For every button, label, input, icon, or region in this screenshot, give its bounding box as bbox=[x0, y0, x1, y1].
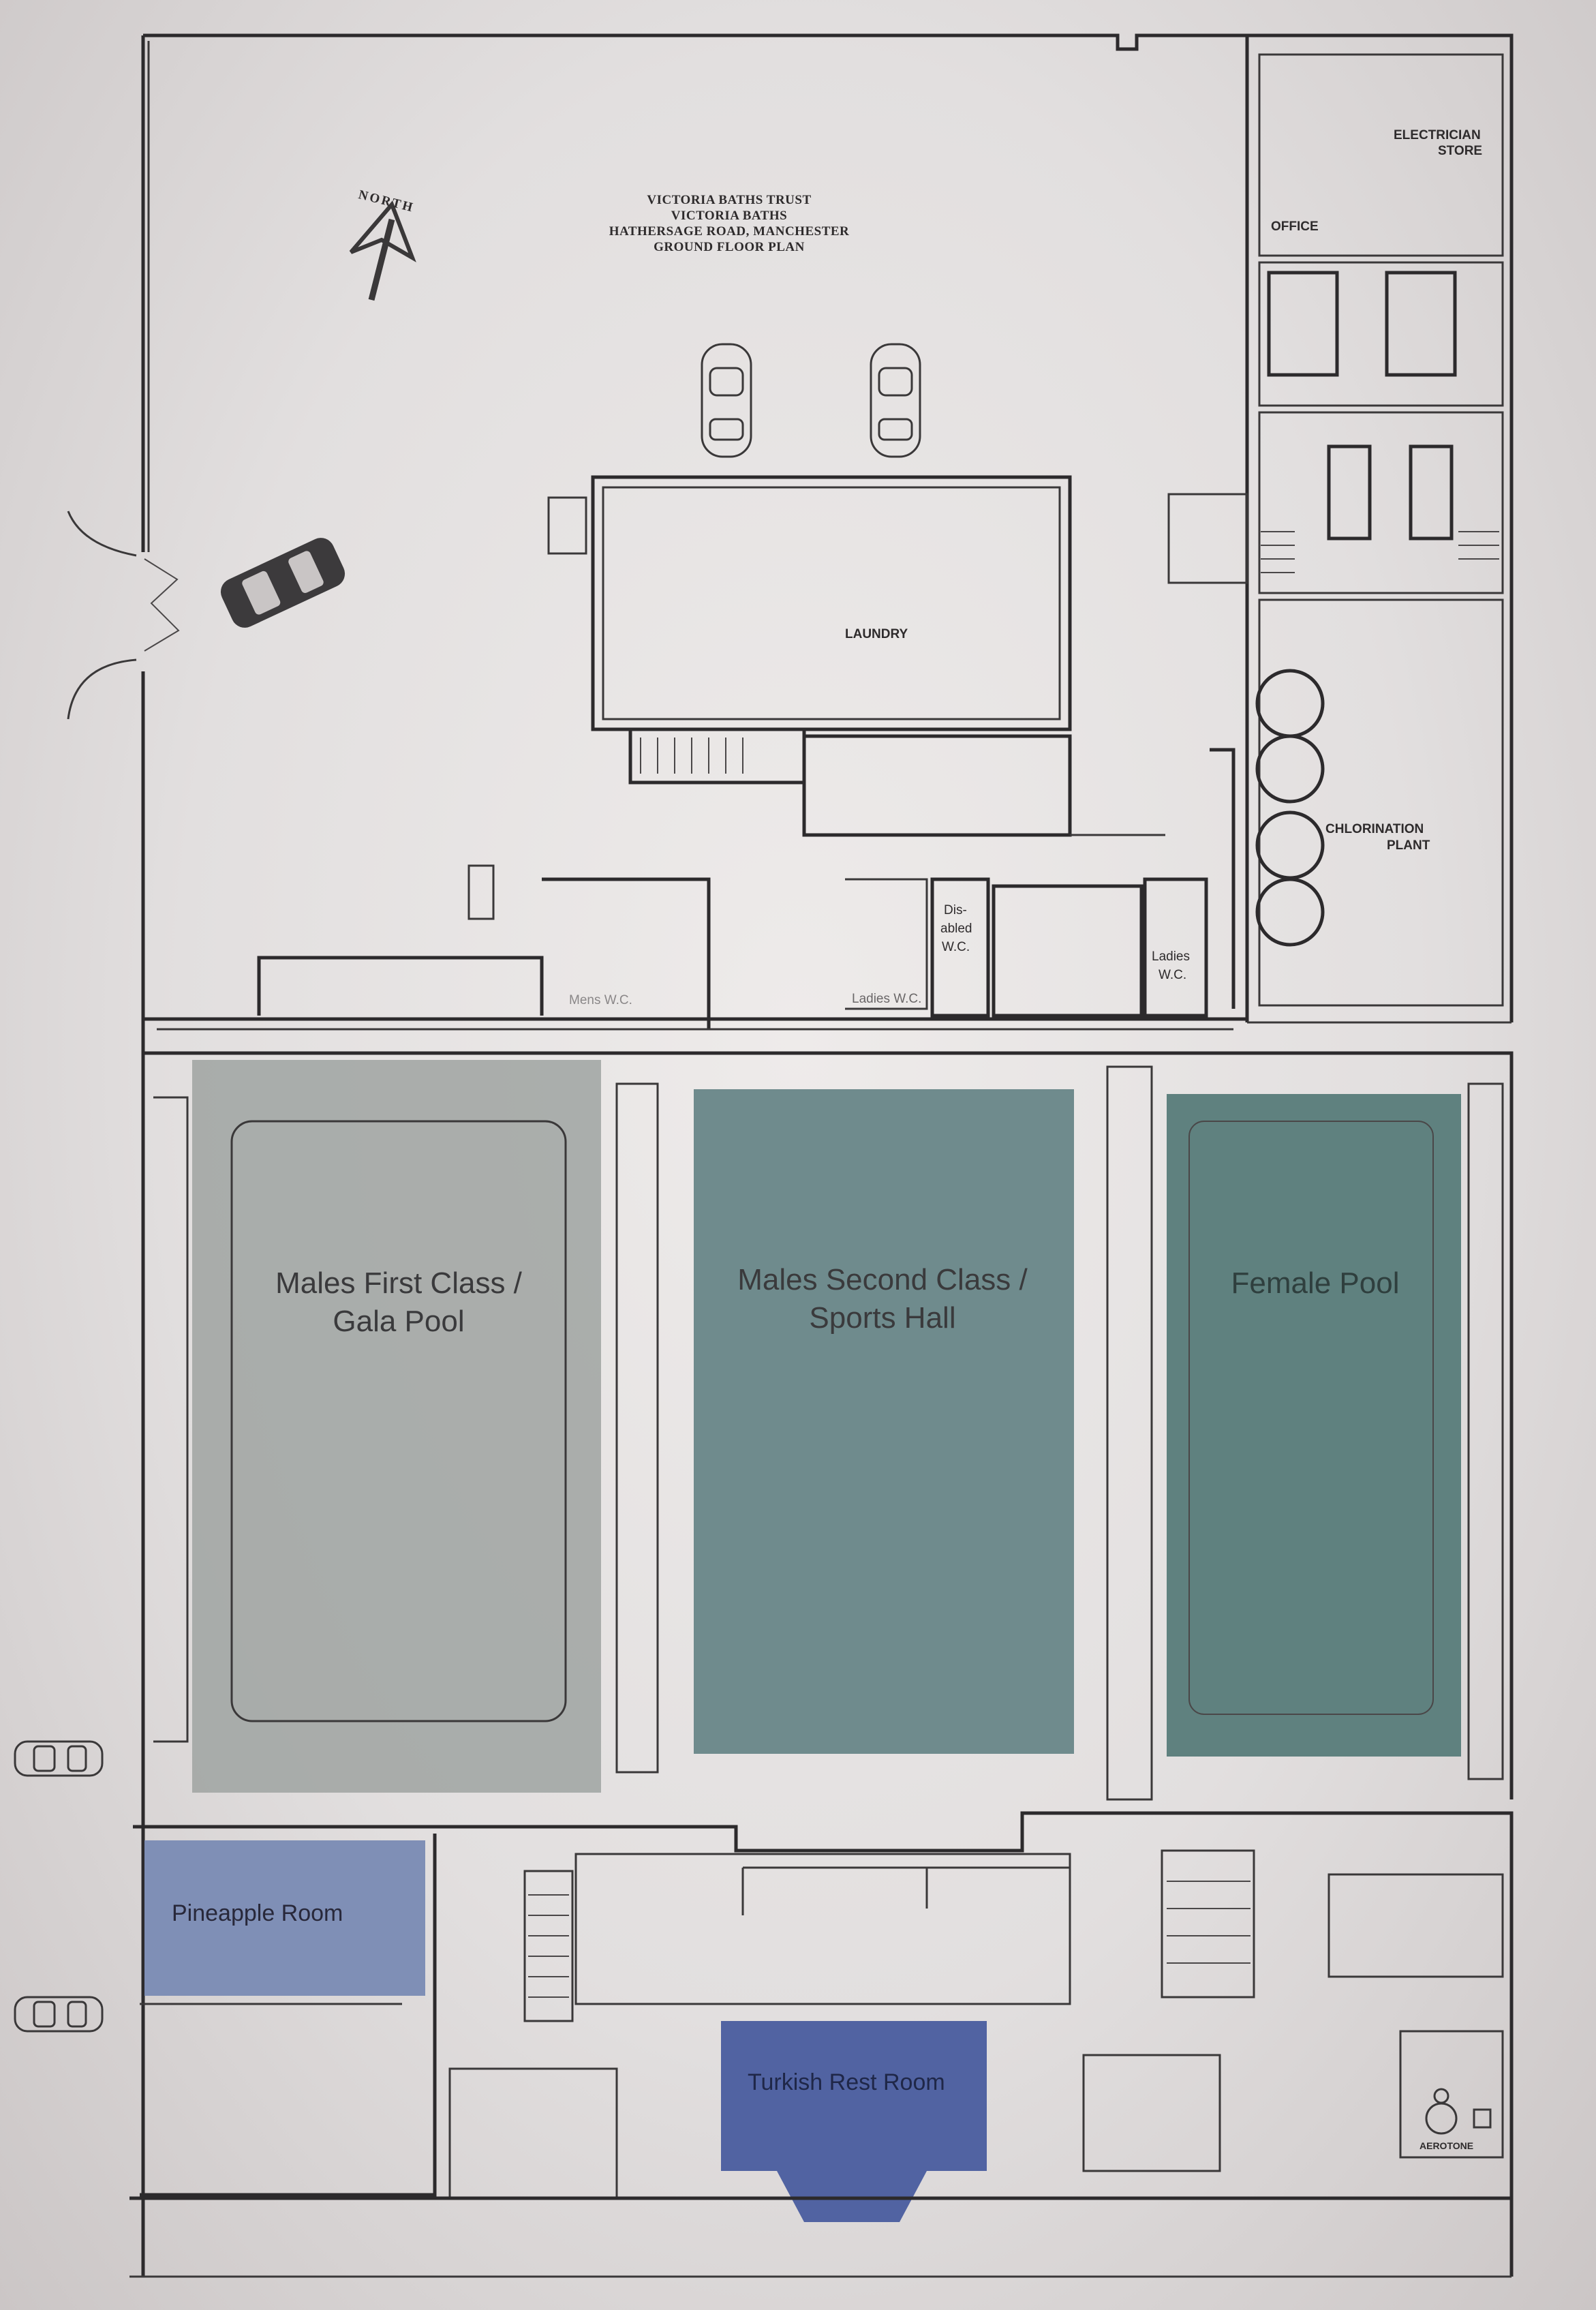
tank bbox=[1385, 271, 1457, 377]
aerotone-tub-icon bbox=[1425, 2102, 1458, 2135]
sports-hall-fill bbox=[694, 1089, 1074, 1754]
laundry-annex bbox=[547, 496, 587, 555]
turkish-rest-room-fill bbox=[721, 2021, 987, 2171]
pineapple-room-fill bbox=[144, 1840, 425, 1996]
gala-pool-label-line-2: Gala Pool bbox=[333, 1305, 465, 1338]
partition-wall bbox=[1106, 1065, 1153, 1801]
gala-pool-label-line-1: Males First Class / bbox=[275, 1266, 522, 1300]
office-label: OFFICE bbox=[1271, 219, 1319, 234]
disabled-wc bbox=[930, 877, 990, 1018]
car-icon bbox=[220, 538, 346, 628]
gala-pool-fill bbox=[192, 1060, 601, 1793]
disabled-wc-label: abled bbox=[940, 922, 972, 936]
ladies-wc-label: Ladies W.C. bbox=[852, 992, 922, 1006]
laundry-label: LAUNDRY bbox=[845, 627, 908, 641]
service-block-outline bbox=[1245, 33, 1514, 1022]
chlorination-plant-label: PLANT bbox=[1387, 838, 1430, 853]
aerotone-label: AEROTONE bbox=[1419, 2140, 1474, 2151]
laundry-walls bbox=[591, 475, 1072, 731]
title-block-line-1: VICTORIA BATHS TRUST bbox=[647, 193, 812, 207]
staircase bbox=[523, 1870, 574, 2022]
title-block-line-3: HATHERSAGE ROAD, MANCHESTER bbox=[609, 224, 850, 239]
title-block-line-2: VICTORIA BATHS bbox=[671, 209, 788, 223]
tank bbox=[1267, 271, 1339, 377]
entrance-gate bbox=[67, 511, 137, 720]
electrician-store-label: STORE bbox=[1438, 144, 1483, 158]
staircase bbox=[1161, 1849, 1255, 1999]
turkish-rest-room-label: Turkish Rest Room bbox=[748, 2069, 945, 2095]
car-icon bbox=[14, 1740, 104, 1777]
female-pool-label: Female Pool bbox=[1231, 1266, 1400, 1300]
title-block-line-4: GROUND FLOOR PLAN bbox=[654, 240, 805, 254]
disabled-wc-label: W.C. bbox=[942, 940, 970, 954]
chlorination-plant-label: CHLORINATION bbox=[1325, 822, 1424, 836]
chlorination-room bbox=[1258, 598, 1504, 1007]
chlorine-cylinder bbox=[1255, 669, 1325, 947]
car-icon bbox=[701, 343, 752, 458]
car-icon bbox=[870, 343, 921, 458]
partition-wall bbox=[615, 1082, 659, 1774]
sports-hall-label-line-2: Sports Hall bbox=[809, 1301, 956, 1335]
electrician-store-label: ELECTRICIAN bbox=[1394, 128, 1481, 142]
staircase bbox=[640, 738, 743, 774]
disabled-wc-label: Dis- bbox=[944, 903, 967, 917]
female-pool-tank bbox=[1188, 1121, 1434, 1715]
gala-pool-tank bbox=[230, 1120, 567, 1722]
ladies-wc-label: Ladies bbox=[1152, 949, 1190, 964]
mens-wc-label: Mens W.C. bbox=[569, 993, 632, 1007]
ladies-wc bbox=[1143, 877, 1208, 1018]
site-boundary-top bbox=[143, 33, 1247, 51]
female-pool-fill bbox=[1167, 1094, 1461, 1757]
car-icon bbox=[14, 1996, 104, 2033]
north-arrow-icon bbox=[349, 200, 416, 301]
pineapple-room-label: Pineapple Room bbox=[172, 1900, 343, 1926]
pool-hall-outline bbox=[143, 1051, 1514, 1799]
sports-hall-label-line-1: Males Second Class / bbox=[737, 1263, 1028, 1296]
ladies-wc-label: W.C. bbox=[1158, 968, 1187, 982]
